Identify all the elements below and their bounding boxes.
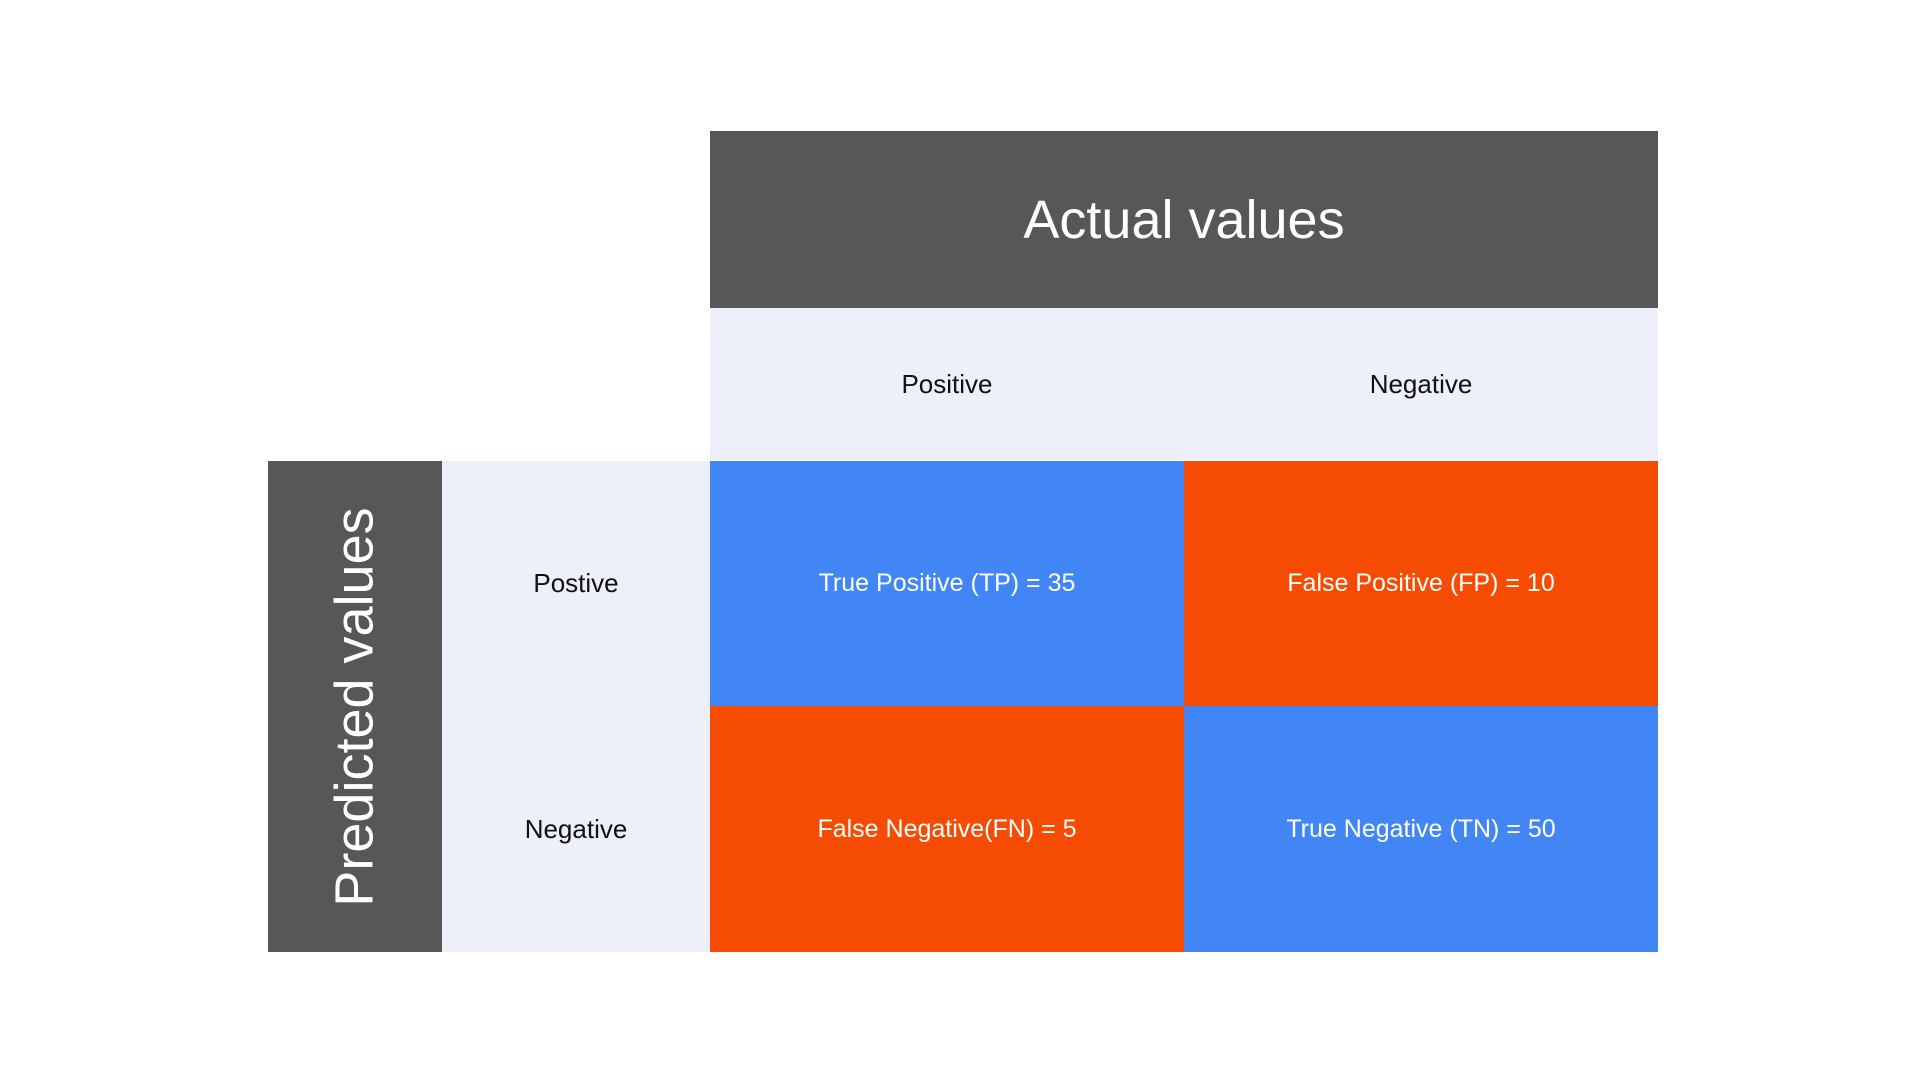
predicted-negative-label: Negative <box>524 813 628 844</box>
actual-positive-label: Positive <box>901 368 993 399</box>
actual-positive-label-cell: Positive <box>710 308 1184 460</box>
true-negative-text: True Negative (TN) = 50 <box>1286 814 1556 843</box>
false-negative-cell: False Negative(FN) = 5 <box>710 706 1184 952</box>
actual-negative-label-cell: Negative <box>1184 308 1658 460</box>
true-positive-text: True Positive (TP) = 35 <box>818 569 1076 597</box>
false-positive-cell: False Positive (FP) = 10 <box>1184 461 1658 706</box>
true-positive-cell: True Positive (TP) = 35 <box>710 461 1184 706</box>
true-negative-cell: True Negative (TN) = 50 <box>1184 706 1658 952</box>
actual-values-header: Actual values <box>710 131 1658 308</box>
predicted-positive-label: Postive <box>533 568 619 598</box>
predicted-negative-label-cell: Negative <box>442 706 710 952</box>
false-negative-text: False Negative(FN) = 5 <box>817 814 1077 843</box>
predicted-values-title: Predicted values <box>325 506 386 907</box>
actual-values-title: Actual values <box>1023 189 1345 250</box>
false-positive-text: False Positive (FP) = 10 <box>1287 569 1555 597</box>
predicted-values-header: Predicted values <box>268 461 442 952</box>
actual-negative-label: Negative <box>1369 368 1473 399</box>
predicted-positive-label-cell: Postive <box>442 461 710 706</box>
